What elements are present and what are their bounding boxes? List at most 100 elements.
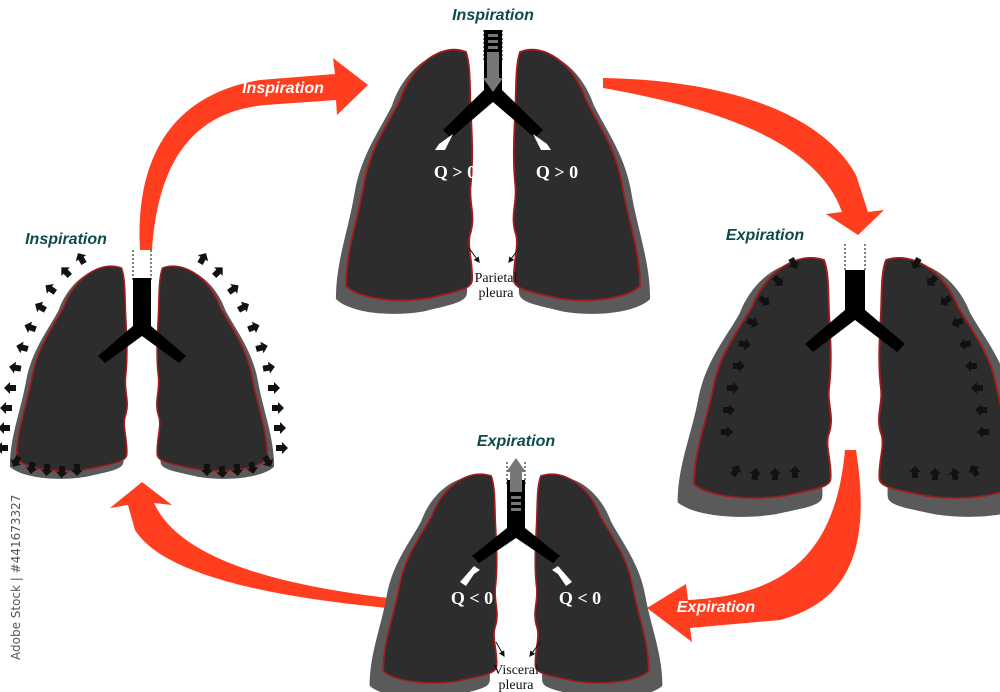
small-arrow-icon: [940, 295, 952, 307]
watermark: Adobe Stock | #441673327: [9, 495, 23, 660]
small-arrow-icon: [212, 267, 223, 278]
small-arrow-icon: [975, 404, 987, 416]
small-arrow-icon: [75, 253, 87, 265]
small-arrow-icon: [909, 466, 921, 478]
curved-arrow-icon: [603, 78, 884, 235]
small-arrow-icon: [35, 301, 47, 313]
small-arrow-icon: [216, 465, 229, 478]
small-arrow-icon: [262, 455, 274, 467]
small-arrow-icon: [255, 341, 268, 354]
left-branch-arrow-icon: [460, 566, 480, 586]
small-arrow-icon: [45, 283, 57, 295]
small-arrow-icon: [749, 468, 762, 481]
small-arrow-icon: [272, 402, 284, 414]
annotation-line-1: Visceral: [493, 663, 539, 678]
stage-right-expiration: Expiration: [677, 227, 1000, 517]
small-arrow-icon: [9, 361, 22, 374]
small-arrow-icon: [237, 301, 249, 313]
small-arrow-icon: [55, 465, 68, 478]
small-arrow-icon: [0, 422, 10, 434]
stage-bottom-expiration: Expiration Q < 0 Q < 0 Visceral pleura: [369, 433, 663, 692]
small-arrow-icon: [71, 464, 83, 476]
outward-wall-arrows: [0, 253, 288, 478]
small-arrow-icon: [733, 360, 745, 372]
trachea: [98, 278, 186, 363]
small-arrow-icon: [227, 283, 239, 295]
small-arrow-icon: [40, 463, 53, 476]
cycle-arrow-top-left: Inspiration: [139, 58, 368, 250]
small-arrow-icon: [25, 461, 38, 474]
stage-label: Inspiration: [25, 231, 107, 248]
small-arrow-icon: [0, 442, 8, 454]
curved-arrow-icon: [647, 450, 861, 642]
small-arrow-icon: [247, 321, 260, 333]
inward-wall-arrows: [721, 257, 989, 481]
small-arrow-icon: [929, 468, 941, 480]
small-arrow-icon: [730, 465, 742, 477]
small-arrow-icon: [721, 426, 733, 438]
small-arrow-icon: [246, 461, 259, 474]
small-arrow-icon: [758, 295, 770, 307]
annotation-line-2: pleura: [499, 678, 535, 692]
small-arrow-icon: [965, 360, 977, 372]
curved-arrow-icon: [139, 58, 368, 250]
right-lung: [534, 473, 663, 692]
cycle-label-inspiration: Inspiration: [242, 80, 324, 97]
small-arrow-icon: [4, 382, 16, 394]
airflow-out-arrow-icon: [506, 458, 526, 511]
right-lung: [156, 265, 275, 479]
right-branch-arrow-icon: [552, 566, 572, 586]
small-arrow-icon: [772, 275, 783, 286]
small-arrow-icon: [789, 466, 801, 478]
annotation-line-1: Parietal: [475, 271, 518, 286]
stage-label: Inspiration: [452, 7, 534, 24]
small-arrow-icon: [723, 404, 735, 416]
small-arrow-icon: [262, 361, 275, 374]
left-flow-label: Q < 0: [451, 588, 493, 608]
small-arrow-icon: [268, 382, 280, 394]
stage-left-inspiration: Inspiration: [0, 231, 288, 479]
small-arrow-icon: [959, 338, 972, 351]
small-arrow-icon: [0, 402, 12, 414]
small-arrow-icon: [61, 267, 72, 278]
left-lung: [369, 473, 498, 692]
right-branch-arrow-icon: [533, 134, 551, 150]
cycle-label-expiration: Expiration: [677, 599, 755, 616]
left-flow-label: Q > 0: [434, 162, 476, 182]
small-arrow-icon: [197, 253, 209, 265]
small-arrow-icon: [231, 463, 244, 476]
cycle-arrow-top-right: [603, 78, 884, 235]
small-arrow-icon: [788, 257, 800, 269]
left-lung: [9, 265, 128, 479]
small-arrow-icon: [201, 464, 213, 476]
small-arrow-icon: [927, 275, 938, 286]
small-arrow-icon: [951, 317, 964, 329]
small-arrow-icon: [738, 338, 751, 351]
small-arrow-icon: [24, 321, 37, 333]
small-arrow-icon: [276, 442, 288, 454]
stage-label: Expiration: [726, 227, 804, 244]
cycle-arrow-bottom-right: Expiration: [647, 450, 861, 642]
small-arrow-icon: [769, 468, 781, 480]
airflow-in-arrow-icon: [483, 34, 503, 92]
left-branch-arrow-icon: [435, 134, 453, 150]
small-arrow-icon: [910, 257, 922, 269]
small-arrow-icon: [746, 317, 759, 329]
small-arrow-icon: [968, 465, 980, 477]
stage-label: Expiration: [477, 433, 555, 450]
small-arrow-icon: [727, 382, 739, 394]
small-arrow-icon: [977, 426, 989, 438]
right-flow-label: Q < 0: [559, 588, 601, 608]
stage-top-inspiration: Inspiration Q > 0 Q > 0 Parietal pleura: [335, 7, 651, 314]
annotation-line-2: pleura: [479, 286, 515, 301]
small-arrow-icon: [971, 382, 983, 394]
small-arrow-icon: [10, 455, 22, 467]
small-arrow-icon: [948, 468, 961, 481]
cycle-arrow-bottom-left: [110, 482, 388, 608]
trachea: [805, 270, 905, 352]
small-arrow-icon: [274, 422, 286, 434]
small-arrow-icon: [16, 341, 29, 354]
curved-arrow-icon: [110, 482, 388, 608]
trachea: [472, 480, 560, 563]
